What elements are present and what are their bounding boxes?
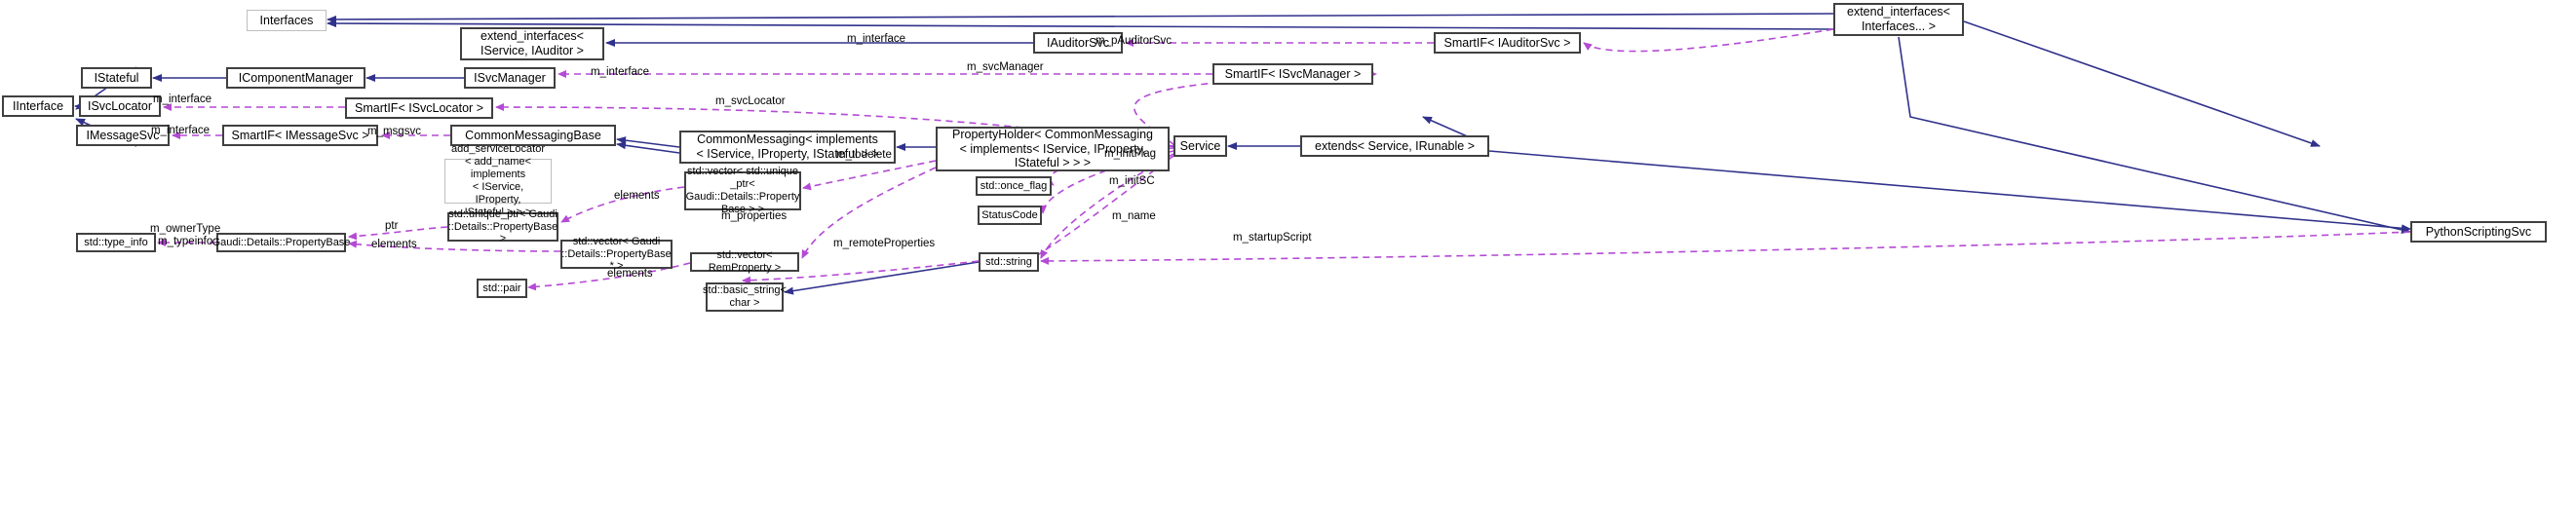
class-node-istateful[interactable]: IStateful — [81, 67, 152, 89]
class-node-icomponentmanager[interactable]: IComponentManager — [226, 67, 365, 89]
edge-label-m_properties: m_properties — [721, 210, 788, 222]
class-node-smartif_isvcmanager[interactable]: SmartIF< ISvcManager > — [1212, 63, 1373, 85]
edge-label-m_todelete: m_todelete — [836, 149, 892, 161]
class-node-vec_unique_ptr[interactable]: std::vector< std::unique _ptr< Gaudi::De… — [684, 166, 801, 215]
edge-label-m_ownertype: m_ownerType m_typeinfo — [150, 223, 221, 248]
class-node-add_servicelocator[interactable]: add_serviceLocator < add_name< implement… — [444, 143, 552, 218]
edge-label-m_msgsvc: m_msgsvc — [367, 126, 421, 137]
class-node-commonmessaging[interactable]: CommonMessaging< implements < IService, … — [679, 131, 896, 164]
edge-label-elements_bottom: elements — [607, 268, 653, 280]
class-node-service[interactable]: Service — [1173, 135, 1227, 157]
class-node-pythonscriptingsvc[interactable]: PythonScriptingSvc — [2410, 221, 2547, 243]
class-node-smartif_imessagesvc[interactable]: SmartIF< IMessageSvc > — [222, 125, 378, 146]
class-node-isvclocator[interactable]: ISvcLocator — [79, 95, 161, 117]
edge-label-m_interface_isvcmgr: m_interface — [591, 66, 650, 78]
class-node-smartif_isvclocator[interactable]: SmartIF< ISvcLocator > — [345, 97, 493, 119]
edge-label-m_remoteproperties: m_remoteProperties — [833, 238, 936, 249]
edge-label-m_initflag: m_initFlag — [1104, 148, 1157, 160]
edge-label-m_pauditorsvc: m_pAuditorSvc — [1096, 35, 1172, 47]
class-node-unique_ptr_gaudi[interactable]: std::unique_ptr< Gaudi ::Details::Proper… — [447, 207, 558, 245]
edge-label-m_startupscript: m_startupScript — [1233, 232, 1312, 244]
class-node-iinterface[interactable]: IInterface — [2, 95, 74, 117]
class-node-basic_string[interactable]: std::basic_string< char > — [703, 282, 787, 312]
edge-label-m_name: m_name — [1112, 210, 1156, 222]
class-node-statuscode[interactable]: StatusCode — [978, 206, 1042, 225]
edge-label-elements_mid: elements — [371, 239, 417, 250]
class-node-interfaces[interactable]: Interfaces — [247, 10, 327, 31]
class-node-vec_propertybase[interactable]: std::vector< Gaudi ::Details::PropertyBa… — [560, 235, 673, 273]
class-node-std_string[interactable]: std::string — [979, 252, 1039, 272]
class-node-once_flag[interactable]: std::once_flag — [976, 176, 1052, 196]
edge-label-m_interface_isvclocator: m_interface — [153, 94, 212, 105]
edge-label-m_svcmanager: m_svcManager — [967, 61, 1044, 73]
edge-label-elements_top: elements — [614, 190, 660, 202]
class-node-extends_service[interactable]: extends< Service, IRunable > — [1300, 135, 1489, 157]
class-node-std_pair[interactable]: std::pair — [477, 279, 527, 298]
edge-label-ptr: ptr — [385, 220, 399, 232]
class-node-commonmessagingbase[interactable]: CommonMessagingBase — [450, 125, 616, 146]
class-node-smartif_iauditorsvc[interactable]: SmartIF< IAuditorSvc > — [1434, 32, 1581, 54]
class-node-propertybase[interactable]: Gaudi::Details::PropertyBase — [212, 233, 350, 252]
class-node-type_info[interactable]: std::type_info — [76, 233, 156, 252]
class-node-isvcmanager[interactable]: ISvcManager — [464, 67, 556, 89]
edge-label-m_initsc: m_initSC — [1109, 175, 1155, 187]
class-node-extend_iservice[interactable]: extend_interfaces< IService, IAuditor > — [460, 27, 604, 60]
edge-label-m_interface_iauditor: m_interface — [847, 33, 906, 45]
edge-label-m_interface_imessagesvc: m_interface — [151, 125, 211, 136]
class-node-imessagesvc[interactable]: IMessageSvc — [76, 125, 170, 146]
class-node-vec_remproperty[interactable]: std::vector< RemProperty > — [690, 249, 799, 274]
edge-label-m_svclocator: m_svcLocator — [715, 95, 786, 107]
class-node-extend_interfaces[interactable]: extend_interfaces< Interfaces... > — [1833, 3, 1964, 36]
class-node-propertyholder[interactable]: PropertyHolder< CommonMessaging < implem… — [936, 127, 1170, 171]
class-node-iauditorsvc[interactable]: IAuditorSvc — [1033, 32, 1123, 54]
